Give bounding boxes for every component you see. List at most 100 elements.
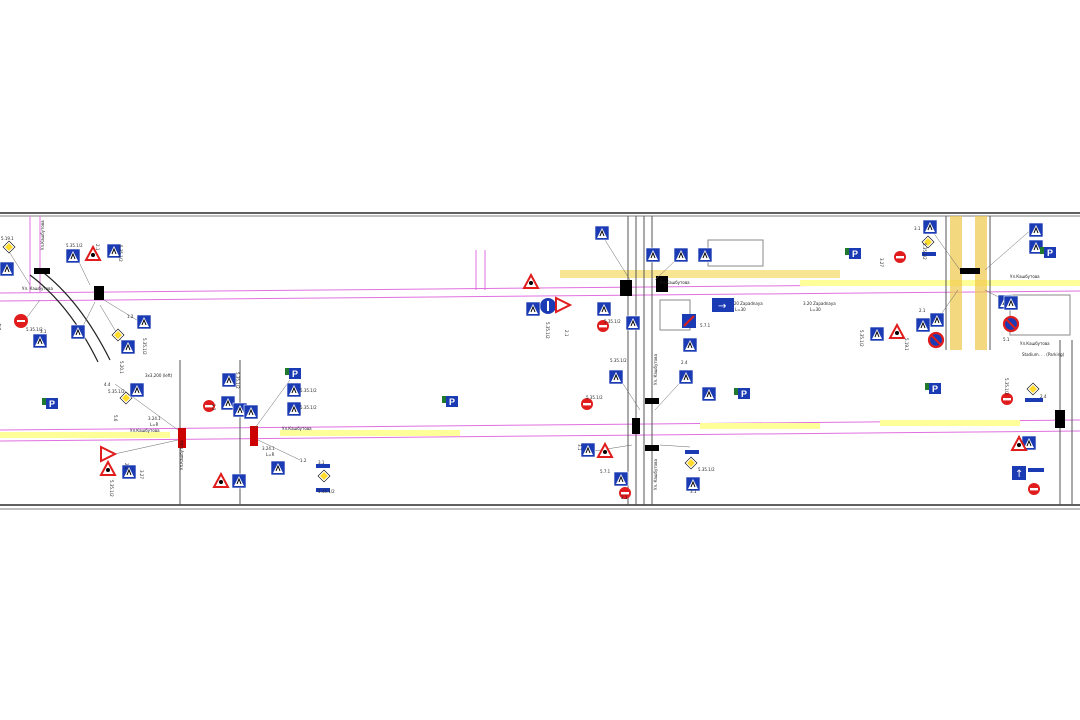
lane-direction-sign-icon: ↑ bbox=[1012, 466, 1026, 480]
sign-code-label: 5.35.1/2 bbox=[109, 480, 114, 497]
yield-triangle-sign-icon bbox=[100, 445, 118, 463]
note: L=30 bbox=[810, 307, 821, 312]
side-streets bbox=[29, 216, 1073, 505]
svg-text:P: P bbox=[852, 249, 858, 259]
sign-code-label: 3.1 bbox=[318, 460, 325, 465]
pedestrian-crossing-sign-icon bbox=[65, 248, 81, 264]
pedestrian-crossing-sign-icon bbox=[129, 382, 145, 398]
sign-code-label: 5.35.1/2 bbox=[235, 372, 240, 389]
sign-code-label: 5.1 bbox=[1003, 337, 1010, 342]
sign-code-label: 5.35.1/2 bbox=[859, 330, 864, 347]
sign-code-label: 5.35.1/2 bbox=[1004, 378, 1009, 395]
svg-text:P: P bbox=[449, 397, 455, 407]
street-labels: Ул. Кашбутова Ул.Кашбутова Ул.Кашбутова … bbox=[22, 220, 1050, 490]
pedestrian-crossing-sign-icon bbox=[1028, 239, 1044, 255]
parking-sign-icon: P bbox=[1040, 247, 1056, 258]
sign-code-label: 1.2 bbox=[300, 458, 307, 463]
pedestrian-crossing-sign-icon bbox=[594, 225, 610, 241]
sign-code-labels: 5.19.1 5.35.1/2 2.1 5.35.1/2 2.4 5.35.1/2 1.2 5… bbox=[0, 226, 1047, 500]
yield-triangle-sign-icon bbox=[555, 296, 573, 314]
note: 3.24.1 bbox=[262, 446, 275, 451]
pedestrian-crossing-sign-icon bbox=[869, 326, 885, 342]
svg-text:P: P bbox=[932, 384, 938, 394]
traffic-signs: P P P → P P P P ↑ bbox=[0, 219, 1056, 499]
street-label: Ул.Кашбутова bbox=[1010, 274, 1040, 279]
sign-code-label: 2.1 bbox=[621, 495, 628, 500]
sign-code-label: 5.35.1/2 bbox=[26, 327, 43, 332]
pedestrian-crossing-sign-icon bbox=[678, 369, 694, 385]
sign-code-label: 2.1 bbox=[919, 308, 926, 313]
priority-road-sign-icon bbox=[317, 469, 331, 483]
warning-triangle-sign-icon bbox=[888, 322, 906, 339]
street-label: Ул. Кашбутова bbox=[22, 286, 53, 291]
sign-code-label: 5.35.1/2 bbox=[698, 467, 715, 472]
priority-road-sign-icon bbox=[921, 235, 935, 249]
pedestrian-crossing-sign-icon bbox=[231, 473, 247, 489]
street-label: Ул. Кашбутова bbox=[653, 459, 658, 490]
priority-road-sign-icon bbox=[119, 391, 133, 405]
stop-sign-icon bbox=[14, 314, 28, 328]
info-plate-sign-icon bbox=[1025, 398, 1043, 402]
sign-code-label: 2.4 bbox=[0, 323, 2, 330]
parking-sign-icon: P bbox=[925, 383, 941, 394]
sign-code-label: 5.35.1/2 bbox=[300, 405, 317, 410]
sign-code-label: 5.35.1/2 bbox=[66, 243, 83, 248]
pedestrian-crossing-sign-icon bbox=[645, 247, 661, 263]
pedestrian-crossing-sign-icon bbox=[596, 301, 612, 317]
svg-text:→: → bbox=[718, 301, 726, 312]
note: L=30 bbox=[735, 307, 746, 312]
pedestrian-crossing-sign-icon bbox=[697, 247, 713, 263]
sign-code-label: 3.27 bbox=[879, 258, 884, 267]
note: 3.24.1 bbox=[148, 416, 161, 421]
priority-road-sign-icon bbox=[1026, 382, 1040, 396]
info-plate-sign-icon bbox=[922, 252, 936, 256]
sign-code-label: 5.35.1/2 bbox=[604, 319, 621, 324]
pedestrian-crossing-sign-icon bbox=[70, 324, 86, 340]
priority-road-sign-icon bbox=[684, 456, 698, 470]
no-entry-sign-icon bbox=[203, 400, 215, 412]
pedestrian-crossing-sign-icon bbox=[682, 337, 698, 353]
note: Stadium. . . (Parking) bbox=[1022, 352, 1065, 357]
upper-road bbox=[0, 270, 1080, 302]
info-plate-sign-icon bbox=[685, 450, 699, 454]
street-label: Ул.Кашбутова bbox=[660, 280, 690, 285]
street-label: Ул. Кашбутова bbox=[653, 354, 658, 385]
sign-code-label: 4.4 bbox=[104, 382, 111, 387]
warning-triangle-sign-icon bbox=[522, 272, 540, 289]
note: 3.20 Zapadnaya bbox=[730, 301, 763, 306]
pedestrian-crossing-sign-icon bbox=[270, 460, 286, 476]
sign-code-label: 3.1 bbox=[577, 444, 582, 451]
note: L=R bbox=[266, 452, 275, 457]
sign-code-label: 5.19.1 bbox=[1, 236, 14, 241]
priority-road-sign-icon bbox=[111, 328, 125, 342]
sign-code-label: 1.2 bbox=[127, 314, 134, 319]
mandatory-direction-sign-icon bbox=[540, 298, 556, 314]
sign-code-label: 5.35.1/2 bbox=[142, 338, 147, 355]
svg-text:P: P bbox=[49, 399, 55, 409]
pedestrian-crossing-sign-icon bbox=[929, 312, 945, 328]
curved-ramp bbox=[29, 269, 111, 363]
street-label: Ул.Кашбутова bbox=[282, 426, 312, 431]
svg-text:P: P bbox=[292, 369, 298, 379]
street-label: Ул.Кашбутова bbox=[179, 440, 184, 470]
sign-code-label: 2.1 bbox=[124, 463, 129, 470]
info-plate-sign-icon bbox=[316, 488, 330, 492]
note: 3x3,200 (left) bbox=[145, 373, 173, 378]
no-entry-sign-icon bbox=[894, 251, 906, 263]
pedestrian-crossing-sign-icon bbox=[136, 314, 152, 330]
street-label: Ул.Кашбутова bbox=[130, 428, 160, 433]
pedestrian-crossing-sign-icon bbox=[701, 386, 717, 402]
sign-code-label: 5.35.1/2 bbox=[118, 245, 123, 262]
pedestrian-crossing-sign-icon bbox=[580, 442, 596, 458]
sign-code-label: 5.35.1/2 bbox=[922, 243, 927, 260]
annotations: 3.20 Zapadnaya L=30 3.20 Zapadnaya L=30 … bbox=[145, 301, 1065, 457]
svg-text:P: P bbox=[741, 389, 747, 399]
pedestrian-crossing-sign-icon bbox=[32, 333, 48, 349]
pedestrian-crossing-sign-icon bbox=[625, 315, 641, 331]
sign-code-label: 2.3 bbox=[211, 404, 216, 411]
drawing-frame bbox=[0, 212, 1080, 510]
sign-code-label: 5.35.1/2 bbox=[318, 489, 335, 494]
priority-road-sign-icon bbox=[2, 240, 16, 254]
parking-sign-icon: P bbox=[442, 396, 458, 407]
sign-code-label: 5.6 bbox=[113, 415, 118, 422]
